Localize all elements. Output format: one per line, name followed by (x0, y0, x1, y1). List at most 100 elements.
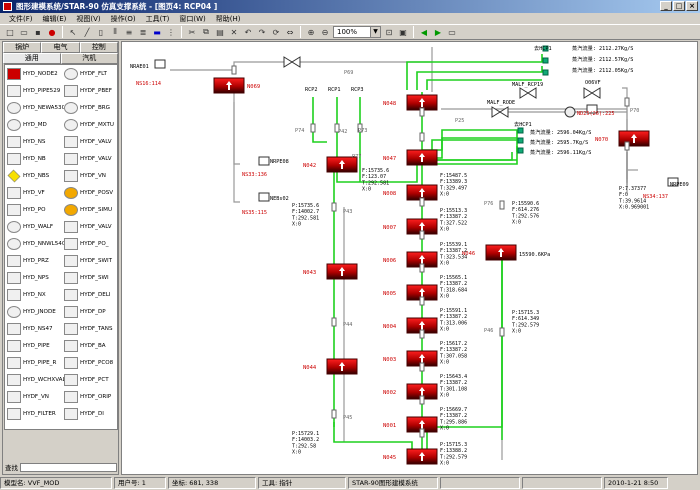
palette-item[interactable]: HYDF_VN (7, 390, 64, 404)
pipe-segment[interactable] (419, 362, 425, 372)
window-icon[interactable]: ▭ (448, 27, 456, 37)
palette-item[interactable]: HYDF_PCO8 (64, 356, 117, 370)
rect-tool-icon[interactable]: ▯ (98, 27, 104, 37)
pipe-segment[interactable] (419, 107, 425, 117)
terminal-box[interactable] (154, 59, 166, 69)
pipe-segment[interactable] (419, 428, 425, 438)
terminal-box[interactable] (667, 177, 679, 187)
node-n006[interactable]: N006 (383, 251, 438, 268)
palette-item[interactable]: HYDF_BRG (64, 101, 117, 115)
pipe-segment[interactable] (419, 329, 425, 339)
palette-item[interactable]: HYD_NEWA530 (7, 101, 64, 115)
save-icon[interactable]: ▪ (35, 27, 41, 37)
menu-view[interactable]: 视图(V) (76, 14, 101, 23)
palette-item[interactable]: HYD_VF (7, 186, 64, 200)
rotate-icon[interactable]: ⟳ (272, 27, 280, 37)
palette-item[interactable]: HYDF_PCT (64, 373, 117, 387)
tab-control[interactable]: 控制 (79, 42, 118, 53)
node-n048[interactable]: N048 (383, 94, 438, 111)
maximize-button[interactable]: □ (673, 1, 685, 11)
menu-operate[interactable]: 操作(O) (110, 14, 136, 23)
pipe-segment[interactable] (624, 97, 630, 107)
node-n069[interactable]: N069 (213, 77, 260, 94)
pipe-segment[interactable] (334, 123, 340, 133)
palette-item[interactable]: HYD_PRZ (7, 254, 64, 268)
palette-item[interactable]: HYDF_DELI (64, 288, 117, 302)
tab-turbine[interactable]: 汽机 (60, 53, 118, 64)
paste-icon[interactable]: ▤ (216, 27, 224, 37)
pipe-segment[interactable] (419, 197, 425, 207)
palette-item[interactable]: HYD_PIPE529 (7, 84, 64, 98)
pipe-segment[interactable] (624, 141, 630, 151)
menu-help[interactable]: 帮助(H) (215, 14, 241, 23)
node-n008[interactable]: N008 (383, 184, 438, 201)
pipe-segment[interactable] (419, 263, 425, 273)
terminal-square[interactable] (542, 45, 549, 52)
node-n042[interactable]: N042 (303, 156, 358, 173)
palette-item[interactable]: HYDF_MXTU (64, 118, 117, 132)
new-icon[interactable]: □ (6, 27, 14, 37)
menu-tools[interactable]: 工具(T) (145, 14, 170, 23)
palette-item[interactable]: HYD_NBS (7, 169, 64, 183)
node-n001[interactable]: N001 (383, 416, 438, 433)
palette-item[interactable]: HYD_PIPE (7, 339, 64, 353)
terminal-box[interactable] (258, 156, 270, 166)
pipe-segment[interactable] (499, 327, 505, 337)
palette-item[interactable]: HYD_NODE2 (7, 67, 64, 81)
pointer-icon[interactable]: ↖ (69, 27, 77, 37)
spacing-icon[interactable]: ⋮ (167, 27, 175, 37)
palette-item[interactable]: HYD_NNWL540 (7, 237, 64, 251)
pipe-segment[interactable] (331, 202, 337, 212)
palette-item[interactable]: HYDF_POSV (64, 186, 117, 200)
pipe-segment[interactable] (419, 132, 425, 142)
pipe-segment[interactable] (331, 409, 337, 419)
node-n043[interactable]: N043 (303, 263, 358, 280)
node-n046[interactable]: N046 (462, 244, 517, 261)
fit-icon[interactable]: ⊡ (385, 27, 393, 37)
palette-item[interactable]: HYD_NB (7, 152, 64, 166)
terminal-box[interactable] (586, 104, 598, 114)
pipe-segment[interactable] (419, 296, 425, 306)
palette-item[interactable]: HYD_FILTER (7, 407, 64, 421)
pipe-segment[interactable] (419, 395, 425, 405)
node-n002[interactable]: N002 (383, 383, 438, 400)
palette-item[interactable]: HYDF_SWIT (64, 254, 117, 268)
palette-item[interactable]: HYD_NS (7, 135, 64, 149)
terminal-square[interactable] (517, 147, 524, 154)
palette-item[interactable]: HYD_WCHXVALVE (7, 373, 64, 387)
search-input[interactable] (20, 462, 117, 472)
props-icon[interactable]: ▣ (399, 27, 407, 37)
align-right-icon[interactable]: ≣ (139, 27, 147, 37)
palette-item[interactable]: HYD_JNODE (7, 305, 64, 319)
palette-item[interactable]: HYDF_SWI (64, 271, 117, 285)
terminal-square[interactable] (517, 127, 524, 134)
palette-item[interactable]: HYDF_BA (64, 339, 117, 353)
zoom-in-icon[interactable]: ⊕ (307, 27, 315, 37)
zoom-out-icon[interactable]: ⊖ (321, 27, 329, 37)
zoom-select[interactable]: 100%▼ (333, 26, 381, 38)
undo-icon[interactable]: ↶ (244, 27, 252, 37)
pipe-segment[interactable] (310, 123, 316, 133)
align-left-icon[interactable]: ⫴ (113, 27, 117, 36)
palette-item[interactable]: HYDF_DP (64, 305, 117, 319)
palette-item[interactable]: HYDF_PO_ (64, 237, 117, 251)
terminal-square[interactable] (517, 137, 524, 144)
pipe-segment[interactable] (357, 123, 363, 133)
palette-item[interactable]: HYD_NX (7, 288, 64, 302)
palette-item[interactable]: HYD_PO (7, 203, 64, 217)
palette-item[interactable]: HYDF_FLT (64, 67, 117, 81)
node-n003[interactable]: N003 (383, 350, 438, 367)
flip-icon[interactable]: ⇔ (286, 27, 294, 37)
back-icon[interactable]: ◀ (420, 27, 428, 37)
close-button[interactable]: × (686, 1, 698, 11)
node-n045[interactable]: N045 (383, 448, 438, 465)
palette-item[interactable]: HYD_MD (7, 118, 64, 132)
redo-icon[interactable]: ↷ (258, 27, 266, 37)
pipe-segment[interactable] (419, 230, 425, 240)
palette-item[interactable]: HYDF_VALV (64, 220, 117, 234)
node-n004[interactable]: N004 (383, 317, 438, 334)
palette-item[interactable]: HYD_WALF (7, 220, 64, 234)
distribute-icon[interactable]: ▬ (153, 27, 161, 37)
pipe-segment[interactable] (499, 200, 505, 210)
